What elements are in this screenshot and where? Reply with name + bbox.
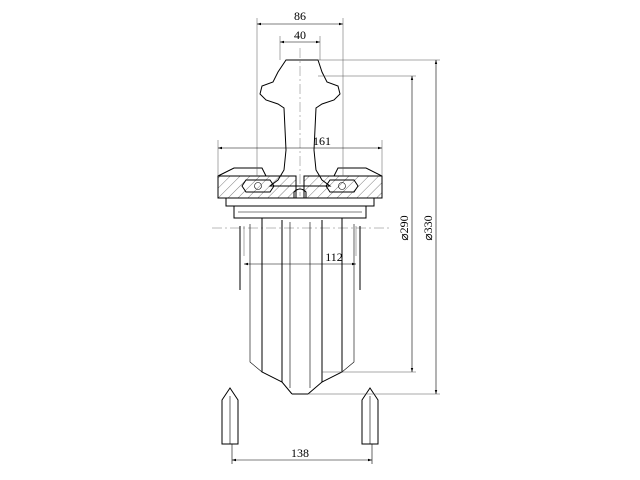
wheel-outer-left	[261, 218, 293, 395]
wheel-body	[239, 218, 361, 395]
hub-collar	[233, 205, 367, 219]
flange-top-right-lip	[333, 167, 383, 177]
leg-left-outline	[221, 387, 239, 445]
support-leg-right	[361, 387, 379, 464]
dim-290-label: ⌀290	[397, 215, 411, 240]
dimension-labels: 86 40 161 112 138 ⌀290 ⌀330	[291, 9, 435, 460]
wheel-tread-right	[341, 224, 355, 373]
bolt-left-hole	[254, 182, 262, 190]
wheel-tread-left	[249, 224, 263, 373]
bolt-right	[325, 179, 359, 193]
flange-top-left-lip	[217, 167, 267, 177]
hub-center-bump	[293, 188, 307, 198]
wheel-outer-right	[307, 218, 343, 395]
support-leg-left	[221, 387, 239, 464]
dim-161-label: 161	[313, 134, 331, 148]
rail-profile	[259, 48, 341, 196]
dim-138-label: 138	[291, 446, 309, 460]
flange-right-hatched	[303, 175, 383, 199]
extension-lines	[217, 18, 440, 395]
dim-86-label: 86	[294, 9, 306, 23]
bolt-right-hole	[338, 182, 346, 190]
bolt-left	[241, 179, 275, 193]
hub-plate	[225, 197, 375, 207]
dim-40-label: 40	[294, 28, 306, 42]
dim-112-label: 112	[325, 250, 343, 264]
dim-330-label: ⌀330	[421, 215, 435, 240]
flange-left-hatched	[217, 175, 297, 199]
dimension-lines	[218, 22, 438, 462]
flange-assembly	[217, 167, 383, 219]
